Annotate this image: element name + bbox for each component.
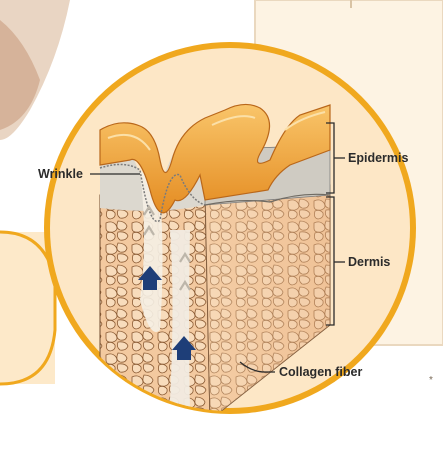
label-wrinkle: Wrinkle — [38, 167, 83, 181]
label-epidermis: Epidermis — [348, 151, 408, 165]
label-collagen-fiber: Collagen fiber — [279, 365, 362, 379]
label-dermis: Dermis — [348, 255, 390, 269]
footnote-asterisk: * — [429, 375, 433, 386]
